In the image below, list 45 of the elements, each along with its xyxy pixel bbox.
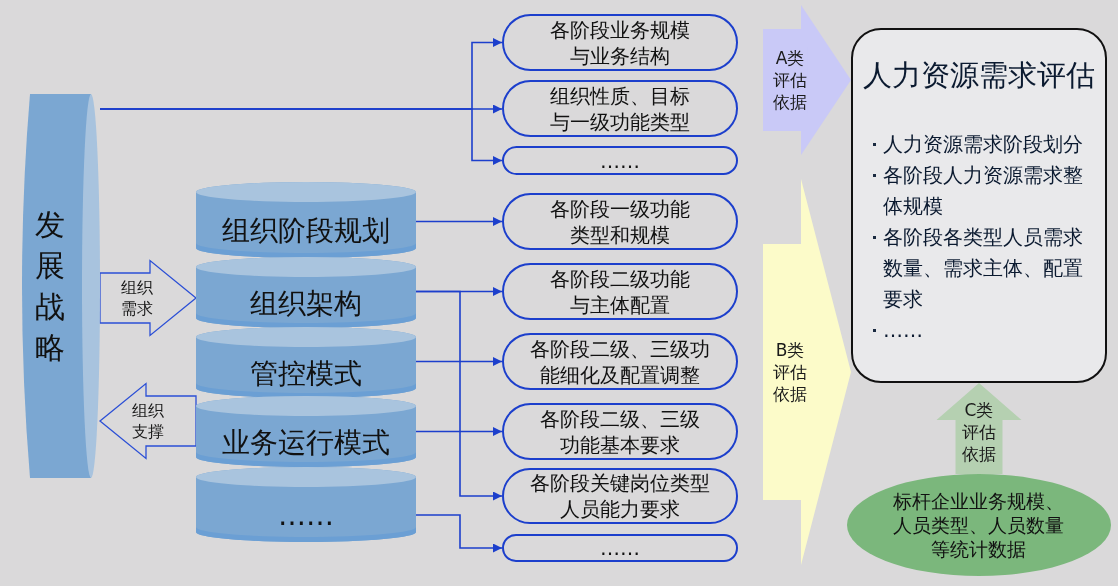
rounded-pill [502,263,738,320]
bullet-text: 各阶段各类型人员需求数量、需求主体、配置要求 [883,224,1084,313]
edge-label: 组织需求 [120,277,154,319]
node-label: 各阶段一级功能类型和规模 [549,195,691,248]
rounded-pill [502,333,738,390]
block-arrow [98,382,197,460]
connector-arrow [415,357,503,366]
connector-arrow [415,217,503,226]
node-label: 组织阶段规划 [222,214,390,248]
bullet-text: 人力资源需求阶段划分 [883,131,1084,158]
panel-title: 人力资源需求评估 [862,58,1096,93]
node-label: 标杆企业业务规模、人员类型、人员数量等统计数据 [892,489,1066,561]
rounded-pill [502,146,738,175]
node-label: …… [599,535,641,561]
edge-label: C类评估依据 [961,399,997,465]
rounded-pill [502,534,738,562]
rounded-pill [502,193,738,250]
rounded-pill [502,14,738,71]
bullet-text: …… [883,317,924,344]
node-label: 各阶段关键岗位类型人员能力要求 [529,470,711,522]
connector-arrow [415,290,503,501]
connector-arrow [415,514,503,553]
rounded-pill [502,468,738,524]
node-label: 各阶段二级功能与主体配置 [549,265,691,318]
rounded-panel [851,28,1107,383]
connector-arrow [99,108,503,165]
connector-arrow [415,427,503,436]
edge-label: 组织支撑 [131,400,165,442]
node-label: 发展战略 [35,206,65,367]
node-label: 业务运行模式 [222,425,390,460]
block-arrow [99,259,198,337]
edge-label: B类评估依据 [772,339,808,405]
node-label: 组织性质、目标与一级功能类型 [549,82,691,135]
block-arrow [763,179,851,565]
edge-label: A类评估依据 [772,47,808,113]
node-label: 各阶段二级、三级功能细化及配置调整 [529,335,711,388]
rounded-pill [502,80,738,137]
rounded-pill [502,403,738,460]
node-label: …… [599,147,641,174]
node-label: 管控模式 [250,356,362,391]
bullet-text: 各阶段人力资源需求整体规模 [883,162,1084,220]
node-label: 组织架构 [250,286,362,321]
node-label: …… [278,498,334,533]
node-label: 各阶段二级、三级功能基本要求 [539,405,701,458]
node-label: 各阶段业务规模与业务结构 [549,16,691,69]
